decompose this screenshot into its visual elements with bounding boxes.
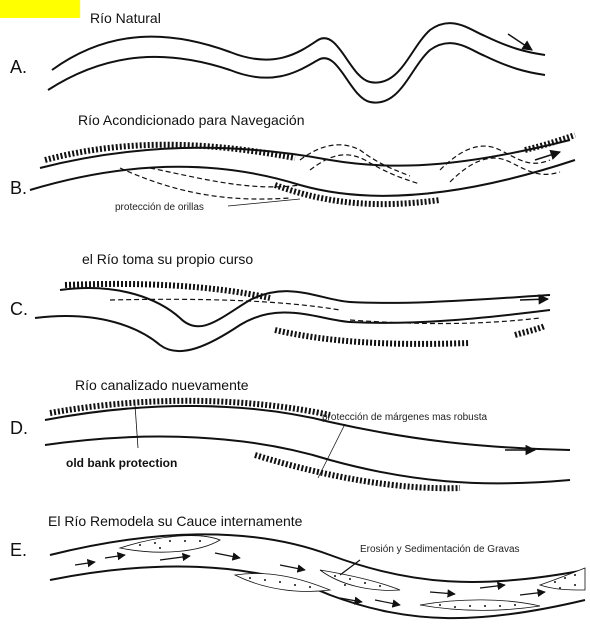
panel-a-title: Río Natural xyxy=(90,10,161,26)
panel-d-old-protection-label: old bank protection xyxy=(66,456,177,470)
panel-d-note: protección de márgenes mas robusta xyxy=(322,412,487,423)
panel-b-old-channel xyxy=(120,145,560,199)
panel-b-river xyxy=(30,140,575,196)
panel-d-title: Río canalizado nuevamente xyxy=(75,377,249,393)
panel-c-arrow xyxy=(520,299,548,300)
panel-a-letter: A. xyxy=(10,57,27,78)
panel-e-flow-arrows xyxy=(75,553,545,605)
panel-c-letter: C. xyxy=(10,299,28,320)
panel-b-title: Río Acondicionado para Navegación xyxy=(78,112,305,128)
panel-e-title: El Río Remodela su Cauce internamente xyxy=(48,513,302,529)
panel-d-river xyxy=(45,406,570,483)
panel-c-title: el Río toma su propio curso xyxy=(82,251,253,267)
panel-e-letter: E. xyxy=(10,540,27,561)
panel-c-river xyxy=(35,288,550,351)
panel-c-old-channel xyxy=(110,299,540,323)
panel-d-letter: D. xyxy=(10,418,28,439)
panel-b-note: protección de orillas xyxy=(115,202,204,213)
panel-a-river xyxy=(48,23,545,103)
panel-e-note: Erosión y Sedimentación de Gravas xyxy=(360,544,520,555)
panel-b-letter: B. xyxy=(10,178,27,199)
